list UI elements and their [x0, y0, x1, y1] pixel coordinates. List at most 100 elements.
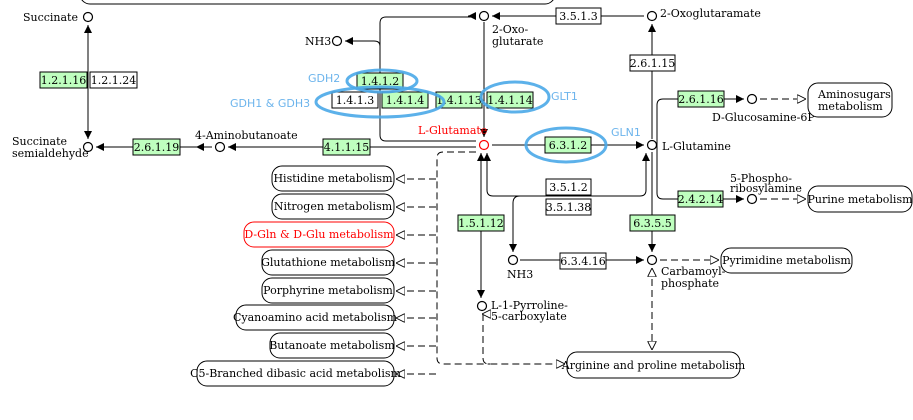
svg-text:Cyanoamino acid metabolism: Cyanoamino acid metabolism — [233, 311, 398, 324]
enzyme-1-4-1-14[interactable]: 1.4.1.14 — [486, 91, 534, 109]
svg-text:1.5.1.12: 1.5.1.12 — [458, 217, 503, 230]
glucosamine-label: D-Glucosamine-6P — [712, 111, 815, 124]
compound-carbamoyl-phosphate[interactable] — [646, 254, 658, 266]
svg-text:6.3.5.5: 6.3.5.5 — [633, 217, 671, 230]
svg-text:C5-Branched dibasic acid metab: C5-Branched dibasic acid metabolism — [190, 367, 401, 380]
compound-succinate[interactable] — [82, 11, 94, 23]
pyrroline-label-2: 5-carboxylate — [491, 310, 567, 323]
enzyme-6-3-5-5[interactable]: 6.3.5.5 — [629, 214, 676, 232]
compound-l-1-pyrroline-5-carboxylate[interactable] — [476, 300, 488, 312]
compound-l-glutamine[interactable] — [646, 139, 658, 151]
enzyme-3-5-1-38[interactable]: 3.5.1.38 — [545, 198, 592, 216]
compounds: Succinate Succinate semialdehyde 4-Amino… — [12, 7, 815, 323]
carbamoyl-label-1: Carbamoyl- — [661, 265, 726, 278]
svg-text:2.6.1.15: 2.6.1.15 — [630, 57, 675, 70]
compound-nh3-top[interactable] — [331, 35, 343, 47]
oxoglutaramate-label: 2-Oxoglutaramate — [660, 7, 761, 20]
enzyme-2-6-1-16[interactable]: 2.6.1.16 — [677, 90, 725, 108]
compound-nh3-bottom[interactable] — [507, 254, 519, 266]
map-purine[interactable]: Purine metabolism — [807, 185, 913, 213]
gln1-highlight-ellipse — [524, 126, 608, 164]
enzyme-2-6-1-15[interactable]: 2.6.1.15 — [629, 54, 676, 72]
svg-text:Purine metabolism: Purine metabolism — [807, 193, 913, 206]
glt1-highlight-ellipse — [479, 80, 551, 114]
pathway-maps: Histidine metabolism Nitrogen metabolism… — [190, 82, 913, 387]
compound-d-glucosamine-6p[interactable] — [746, 93, 758, 105]
top-map-box[interactable] — [80, 0, 555, 5]
enzyme-6-3-1-2[interactable]: 6.3.1.2 — [544, 136, 592, 154]
enzyme-4-1-1-15[interactable]: 4.1.1.15 — [322, 138, 371, 156]
compound-succinate-semialdehyde[interactable] — [82, 141, 94, 153]
compound-2-oxoglutaramate[interactable] — [646, 10, 658, 22]
enzyme-1-5-1-12[interactable]: 1.5.1.12 — [457, 214, 505, 232]
svg-text:1.4.1.3: 1.4.1.3 — [336, 94, 374, 107]
svg-text:Arginine and proline metabolis: Arginine and proline metabolism — [561, 359, 746, 372]
enzyme-1-4-1-13[interactable]: 1.4.1.13 — [435, 91, 483, 109]
map-glutathione[interactable]: Glutathione metabolism — [261, 249, 395, 276]
svg-text:1.4.1.4: 1.4.1.4 — [386, 94, 424, 107]
svg-text:Nitrogen metabolism: Nitrogen metabolism — [274, 200, 393, 213]
enzyme-1-2-1-16[interactable]: 1.2.1.16 — [39, 71, 88, 89]
enzyme-2-4-2-14[interactable]: 2.4.2.14 — [677, 190, 724, 208]
svg-text:2.6.1.19: 2.6.1.19 — [134, 141, 179, 154]
compound-l-glutamate[interactable] — [478, 139, 490, 151]
compound-5-phosphoribosylamine[interactable] — [746, 193, 758, 205]
svg-text:3.5.1.3: 3.5.1.3 — [559, 10, 597, 23]
svg-text:1.4.1.14: 1.4.1.14 — [487, 94, 532, 107]
map-arginine-proline[interactable]: Arginine and proline metabolism — [561, 351, 746, 379]
map-pyrimidine[interactable]: Pyrimidine metabolism — [720, 247, 853, 274]
succinate-label: Succinate — [23, 11, 78, 24]
succinate-semialdehyde-label-2: semialdehyde — [12, 147, 89, 160]
oxoglutarate-label-1: 2-Oxo- — [492, 23, 529, 36]
map-histidine[interactable]: Histidine metabolism — [271, 165, 395, 192]
svg-text:6.3.1.2: 6.3.1.2 — [549, 139, 587, 152]
svg-text:1.2.1.24: 1.2.1.24 — [91, 74, 136, 87]
enzyme-6-3-4-16[interactable]: 6.3.4.16 — [559, 252, 607, 270]
enzyme-1-4-1-2[interactable]: 1.4.1.2 — [356, 72, 404, 90]
gdh2-label: GDH2 — [308, 72, 340, 85]
svg-text:metabolism: metabolism — [818, 100, 883, 113]
enzyme-1-4-1-3[interactable]: 1.4.1.3 — [331, 91, 379, 109]
svg-text:Porphyrine metabolism: Porphyrine metabolism — [263, 284, 393, 297]
map-porphyrine[interactable]: Porphyrine metabolism — [261, 277, 395, 304]
map-c5-branched[interactable]: C5-Branched dibasic acid metabolism — [190, 360, 401, 387]
compound-2-oxoglutarate[interactable] — [478, 10, 490, 22]
nh3-top-label: NH3 — [305, 35, 331, 48]
svg-text:1.2.1.16: 1.2.1.16 — [41, 74, 86, 87]
map-butanoate[interactable]: Butanoate metabolism — [269, 332, 395, 359]
enzyme-3-5-1-2[interactable]: 3.5.1.2 — [545, 178, 592, 196]
svg-text:4.1.1.15: 4.1.1.15 — [324, 141, 369, 154]
l-glutamate-label: L-Glutamate — [418, 124, 487, 137]
gln1-label: GLN1 — [611, 126, 641, 139]
phosphoribosylamine-label-2: ribosylamine — [730, 182, 802, 195]
enzyme-boxes: 1.2.1.16 1.2.1.24 2.6.1.19 4.1.1.15 1.4.… — [39, 7, 725, 270]
pyrroline-label-1: L-1-Pyrroline- — [491, 299, 568, 312]
svg-text:3.5.1.2: 3.5.1.2 — [549, 181, 587, 194]
phosphoribosylamine-label-1: 5-Phospho- — [730, 172, 792, 185]
svg-text:2.6.1.16: 2.6.1.16 — [678, 93, 723, 106]
gdh1-gdh3-label: GDH1 & GDH3 — [230, 97, 310, 110]
svg-text:Pyrimidine metabolism: Pyrimidine metabolism — [722, 254, 851, 267]
svg-text:3.5.1.38: 3.5.1.38 — [546, 201, 591, 214]
l-glutamine-label: L-Glutamine — [662, 140, 731, 153]
svg-text:Aminosugars: Aminosugars — [817, 88, 891, 101]
svg-text:Butanoate metabolism: Butanoate metabolism — [269, 339, 395, 352]
svg-text:Histidine metabolism: Histidine metabolism — [273, 172, 393, 185]
gdh1-gdh3-highlight-ellipse — [314, 85, 446, 119]
compound-4-aminobutanoate[interactable] — [214, 141, 226, 153]
map-nitrogen[interactable]: Nitrogen metabolism — [271, 193, 395, 220]
enzyme-1-2-1-24[interactable]: 1.2.1.24 — [89, 71, 138, 89]
svg-text:6.3.4.16: 6.3.4.16 — [560, 255, 605, 268]
svg-text:1.4.1.13: 1.4.1.13 — [436, 94, 481, 107]
map-cyanoamino[interactable]: Cyanoamino acid metabolism — [233, 304, 398, 331]
enzyme-3-5-1-3[interactable]: 3.5.1.3 — [555, 7, 602, 25]
map-dgln-dglu[interactable]: D-Gln & D-Glu metabolism — [243, 221, 395, 248]
enzyme-1-4-1-4[interactable]: 1.4.1.4 — [381, 91, 429, 109]
enzyme-2-6-1-19[interactable]: 2.6.1.19 — [132, 138, 181, 156]
carbamoyl-label-2: phosphate — [661, 277, 719, 290]
gene-annotations: GDH2 GDH1 & GDH3 GLT1 GLN1 — [230, 68, 641, 164]
svg-text:1.4.1.2: 1.4.1.2 — [361, 75, 399, 88]
svg-text:2.4.2.14: 2.4.2.14 — [678, 193, 723, 206]
